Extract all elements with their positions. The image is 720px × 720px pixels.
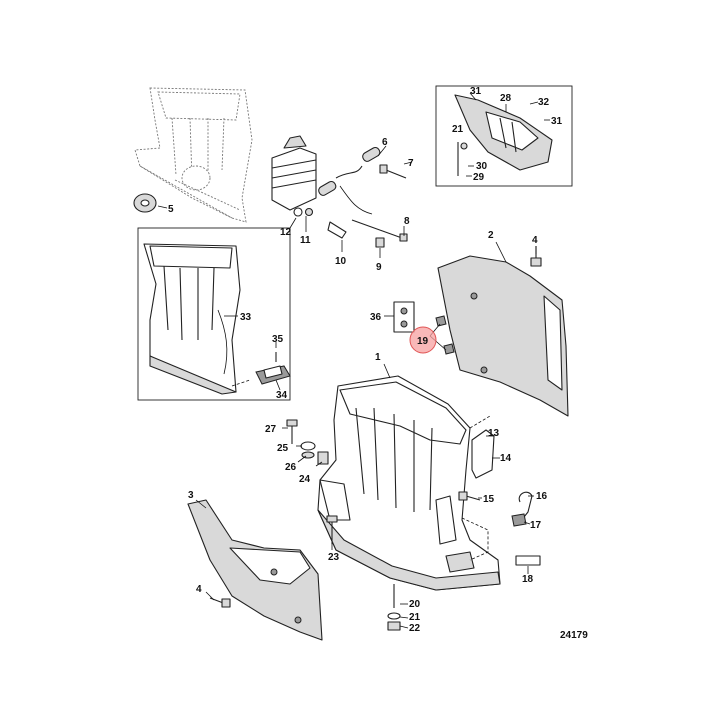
callout-4a: 4 xyxy=(196,584,202,595)
ghost-driveshaft-housing xyxy=(134,87,253,223)
callout-19: 19 xyxy=(417,336,429,347)
part-34-bracket xyxy=(255,365,291,385)
callout-12: 12 xyxy=(280,227,292,238)
callout-8: 8 xyxy=(404,216,410,227)
part-18-decal xyxy=(515,555,541,566)
callout-9: 9 xyxy=(376,262,382,273)
callout-20: 20 xyxy=(409,599,421,610)
callout-15: 15 xyxy=(483,494,495,505)
part-28-sport-cover xyxy=(454,94,553,171)
callout-1: 1 xyxy=(375,352,381,363)
part-7-8-9-screws xyxy=(351,164,408,248)
callout-27: 27 xyxy=(265,424,277,435)
callout-14: 14 xyxy=(500,453,512,464)
callout-33: 33 xyxy=(240,312,252,323)
part-2-side-panel xyxy=(437,255,569,417)
callout-21b: 21 xyxy=(452,124,464,135)
highlight-callout-19 xyxy=(409,326,437,354)
callout-35: 35 xyxy=(272,334,284,345)
callout-11: 11 xyxy=(300,235,311,246)
part-33-housing xyxy=(143,243,241,395)
callout-34: 34 xyxy=(276,390,288,401)
callout-labels: 1 2 3 4 4 5 6 7 8 9 10 11 12 13 14 15 16… xyxy=(168,86,563,634)
part-1-driveshaft-housing xyxy=(317,375,501,591)
callout-5: 5 xyxy=(168,204,174,215)
callout-24: 24 xyxy=(299,474,311,485)
callout-30: 30 xyxy=(476,161,488,172)
inset-box-33-35 xyxy=(137,227,291,401)
part-3-side-panel xyxy=(187,499,323,641)
inset-box-28-32 xyxy=(435,85,573,187)
figure-reference-number: 24179 xyxy=(560,630,588,641)
part-15-screw xyxy=(458,491,481,501)
callout-25: 25 xyxy=(277,443,289,454)
part-13-14-bracket xyxy=(471,429,495,479)
callout-16: 16 xyxy=(536,491,548,502)
part-6-grommets xyxy=(318,146,381,196)
callout-23: 23 xyxy=(328,552,340,563)
callout-21a: 21 xyxy=(409,612,421,623)
part-23-screw xyxy=(326,515,338,544)
assembly-dashed-lines xyxy=(231,379,491,561)
callout-22: 22 xyxy=(409,623,421,634)
part-29-30-studs xyxy=(457,142,468,176)
callout-3: 3 xyxy=(188,490,194,501)
callout-4b: 4 xyxy=(532,235,538,246)
part-19-clip xyxy=(435,315,455,355)
part-11-12-water-tube-assembly xyxy=(271,135,317,217)
part-20-21-22-stud xyxy=(387,584,401,631)
callout-13: 13 xyxy=(488,428,500,439)
callout-17: 17 xyxy=(530,520,542,531)
callout-32: 32 xyxy=(538,97,550,108)
callout-6: 6 xyxy=(382,137,388,148)
callout-26: 26 xyxy=(285,462,297,473)
leader-lines xyxy=(157,92,550,629)
part-25-26-24-grommet-nut xyxy=(300,441,329,465)
part-10-bracket xyxy=(327,185,373,239)
part-5-plug xyxy=(133,193,157,213)
callout-28: 28 xyxy=(500,93,512,104)
part-27-screw xyxy=(286,419,298,444)
part-16-17-clip xyxy=(511,491,533,527)
callout-18: 18 xyxy=(522,574,534,585)
callout-31a: 31 xyxy=(470,86,482,97)
callout-29: 29 xyxy=(473,172,485,183)
callout-10: 10 xyxy=(335,256,347,267)
part-36-fastener-plate xyxy=(393,301,415,333)
callout-31b: 31 xyxy=(551,116,563,127)
callout-7: 7 xyxy=(408,158,414,169)
callout-36: 36 xyxy=(370,312,382,323)
callout-2: 2 xyxy=(488,230,494,241)
